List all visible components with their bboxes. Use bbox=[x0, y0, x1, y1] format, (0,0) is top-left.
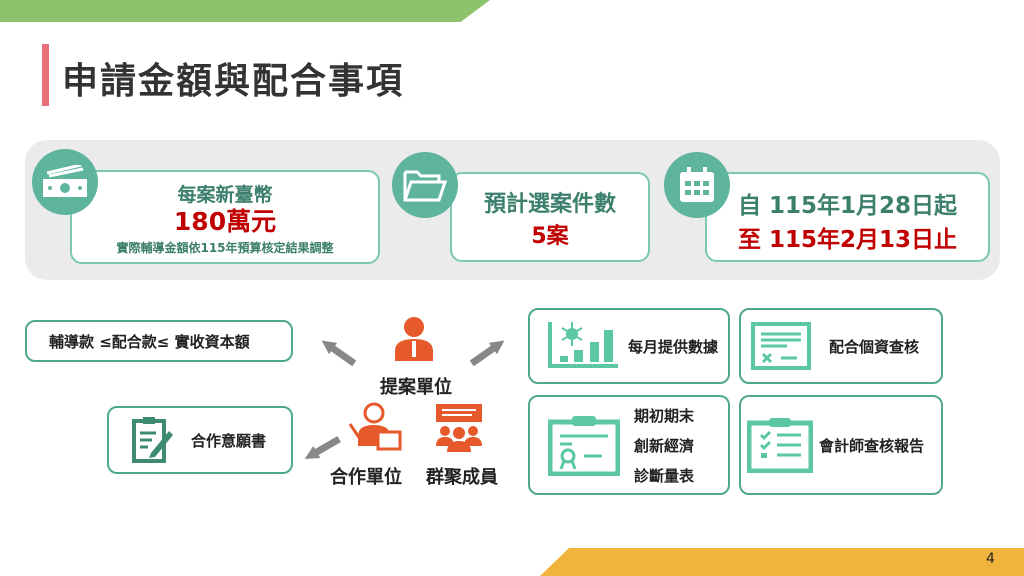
chart-bar-icon bbox=[548, 322, 618, 368]
diagnosis-scale-text: 期初期末 創新經濟 診斷量表 bbox=[634, 405, 694, 486]
case-count-card: 預計選案件數 5案 bbox=[450, 172, 650, 262]
diagnosis-scale-box: 期初期末 創新經濟 診斷量表 bbox=[528, 395, 730, 495]
case-count-heading: 預計選案件數 bbox=[483, 192, 616, 217]
bottom-decor-band bbox=[540, 548, 1024, 576]
audit-report-text: 會計師查核報告 bbox=[819, 436, 925, 455]
amount-value: 180萬元 bbox=[173, 207, 277, 236]
diagnosis-line: 診斷量表 bbox=[634, 466, 695, 485]
period-start: 自 115年1月28日起 bbox=[737, 193, 958, 219]
amount-note: 實際輔導金額依115年預算核定結果調整 bbox=[116, 241, 334, 255]
form-document-icon bbox=[751, 322, 811, 370]
cluster-group-icon bbox=[436, 404, 482, 452]
page-title: 申請金額與配合事項 bbox=[62, 61, 405, 102]
cooperation-letter-text: 合作意願書 bbox=[191, 431, 267, 450]
title-accent-bar bbox=[42, 44, 49, 106]
amount-card: 每案新臺幣 180萬元 實際輔導金額依115年預算核定結果調整 bbox=[70, 170, 380, 264]
proposer-label: 提案單位 bbox=[380, 377, 452, 398]
cluster-label: 群聚成員 bbox=[426, 467, 498, 488]
case-count-value: 5案 bbox=[531, 224, 569, 249]
funding-rule-box: 輔導款 ≤配合款≤ 實收資本額 bbox=[25, 320, 293, 362]
period-card: 自 115年1月28日起 至 115年2月13日止 bbox=[705, 172, 990, 262]
arrow-to-right-boxes bbox=[468, 335, 509, 369]
arrow-to-cooperation-letter bbox=[301, 433, 343, 465]
cooperation-letter-box: 合作意願書 bbox=[107, 406, 293, 474]
diagnosis-line: 期初期末 bbox=[634, 406, 695, 425]
audit-report-box: 會計師查核報告 bbox=[739, 395, 943, 495]
proposer-person-icon bbox=[395, 317, 433, 361]
arrow-to-funding-rule bbox=[318, 335, 359, 369]
period-end: 至 115年2月13日止 bbox=[737, 227, 958, 253]
page-number: 4 bbox=[986, 551, 995, 567]
partner-label: 合作單位 bbox=[330, 467, 402, 488]
monthly-data-text: 每月提供數據 bbox=[628, 337, 719, 356]
diagnosis-line: 創新經濟 bbox=[634, 436, 695, 455]
privacy-check-box: 配合個資查核 bbox=[739, 308, 943, 384]
top-decor-band bbox=[0, 0, 490, 22]
funding-rule-text: 輔導款 ≤配合款≤ 實收資本額 bbox=[49, 332, 250, 351]
certificate-clipboard-icon bbox=[548, 416, 620, 476]
privacy-check-text: 配合個資查核 bbox=[829, 337, 920, 356]
partner-teacher-icon bbox=[348, 402, 402, 451]
monthly-data-box: 每月提供數據 bbox=[528, 308, 730, 384]
folder-icon bbox=[392, 152, 458, 218]
money-icon bbox=[32, 149, 98, 215]
amount-heading: 每案新臺幣 bbox=[177, 184, 273, 206]
checklist-clipboard-icon bbox=[747, 418, 813, 473]
calendar-icon bbox=[664, 152, 730, 218]
clipboard-pen-icon bbox=[132, 417, 173, 463]
